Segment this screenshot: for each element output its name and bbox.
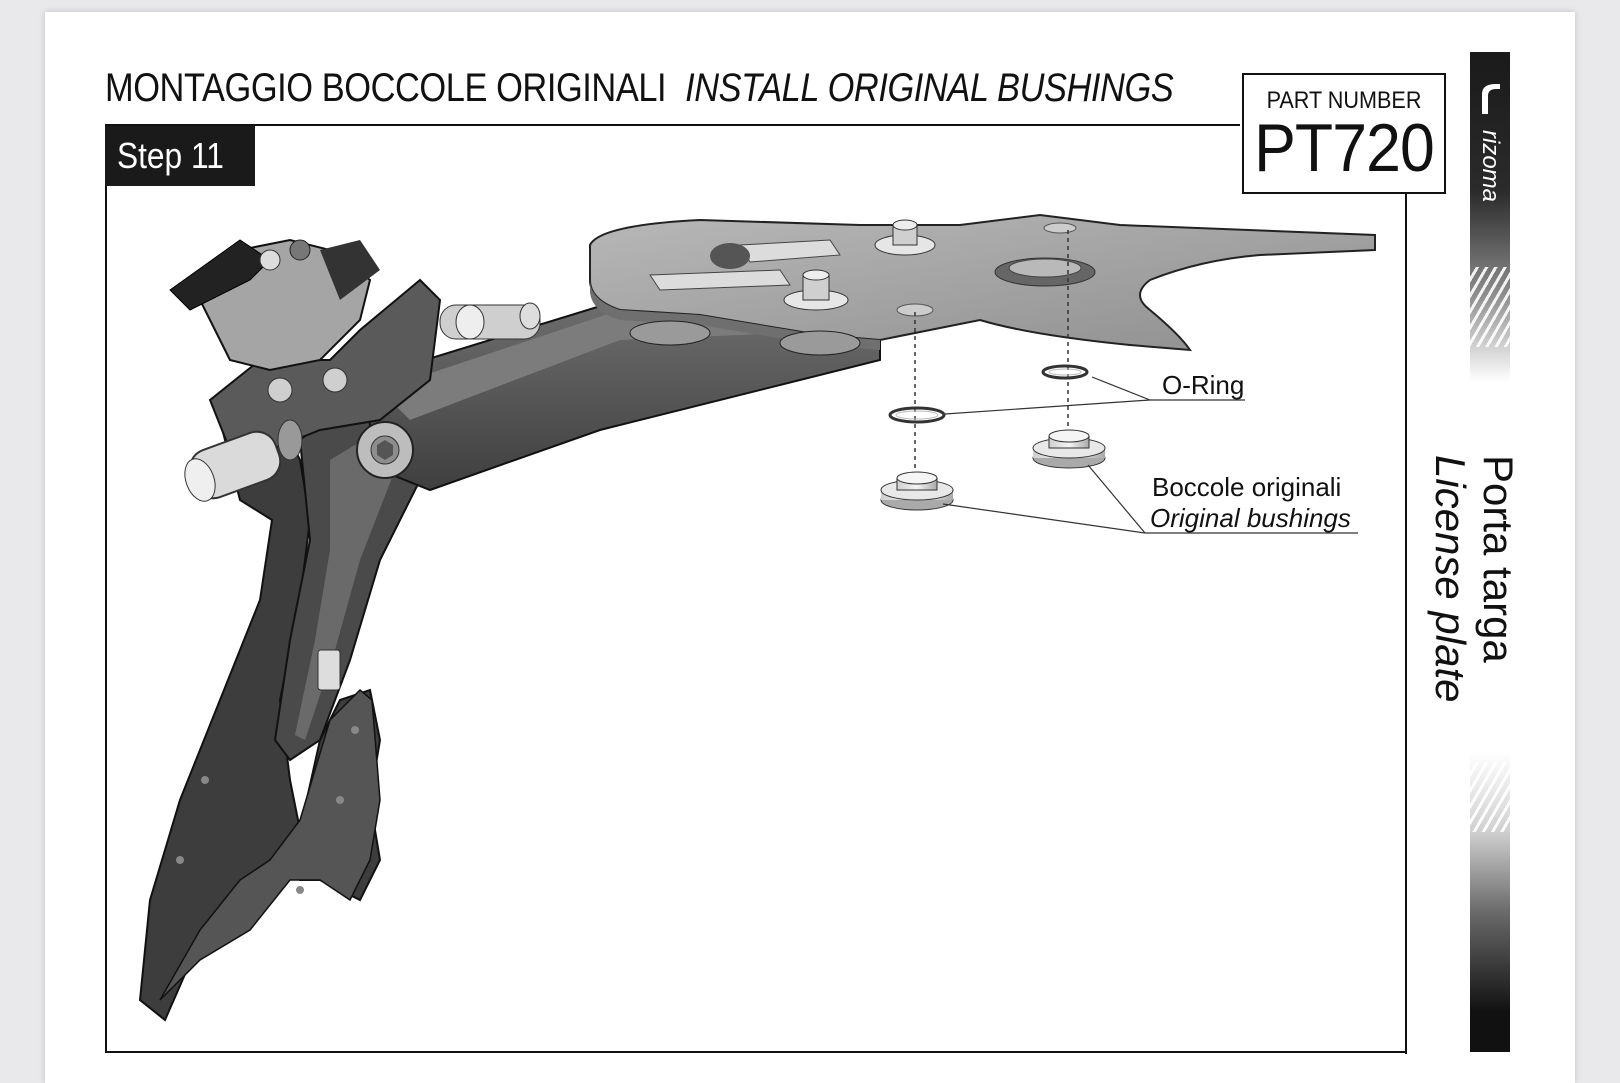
top-plate — [589, 213, 1376, 356]
roller-assembly — [439, 302, 541, 340]
side-title-english: License plate — [1427, 455, 1474, 703]
brand-name: rizoma — [1477, 130, 1504, 203]
top-stud-2 — [783, 269, 849, 311]
bottom-spacer-1 — [629, 320, 861, 356]
step-badge: Step 11 — [105, 126, 255, 186]
title-rule — [105, 124, 1240, 126]
part-number-box: PART NUMBER PT720 — [1242, 73, 1446, 194]
oring-callout: O-Ring — [1162, 370, 1245, 400]
page-title: MONTAGGIO BOCCOLE ORIGINALI INSTALL ORIGI… — [105, 66, 1174, 111]
title-italian: MONTAGGIO BOCCOLE ORIGINALI — [105, 66, 667, 110]
bushing-left — [880, 471, 954, 511]
assembly-guides — [914, 230, 1069, 485]
callout-leaders — [942, 376, 1358, 534]
part-number-label: PART NUMBER — [1266, 87, 1422, 114]
o-ring-right — [1041, 364, 1089, 380]
o-ring-left — [888, 406, 946, 424]
hinge-mechanism — [169, 238, 541, 502]
bushings-callout-english: Original bushings — [1150, 503, 1351, 533]
support-bar — [273, 398, 422, 762]
rizoma-logo-icon — [1482, 84, 1500, 114]
top-stud-1 — [874, 219, 936, 256]
side-title-italian: Porta targa — [1475, 455, 1522, 663]
brand-bar — [1470, 52, 1510, 1052]
step-label: Step 11 — [117, 135, 224, 176]
brand-stripes-top — [1470, 267, 1510, 347]
brand-stripes-bottom — [1470, 762, 1510, 832]
side-knob — [184, 419, 303, 502]
side-title: Porta targa License plate — [1418, 455, 1522, 705]
bushings-callout-italian: Boccole originali — [1152, 472, 1342, 502]
title-english: INSTALL ORIGINAL BUSHINGS — [685, 66, 1174, 110]
frame-right-edge — [1405, 124, 1407, 1054]
bushing-right — [1032, 429, 1106, 469]
part-number-value: PT720 — [1254, 110, 1435, 186]
